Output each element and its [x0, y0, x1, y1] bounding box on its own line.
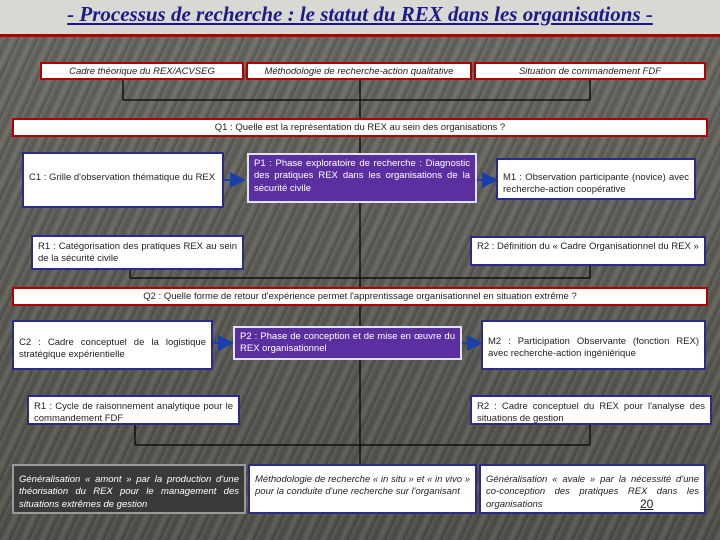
box-m1: M1 : Observation participante (novice) a…	[496, 158, 696, 200]
question-q2: Q2 : Quelle forme de retour d'expérience…	[12, 287, 708, 306]
page-number: 20	[640, 497, 654, 511]
box-p1: P1 : Phase exploratoire de recherche : D…	[247, 153, 477, 203]
box-r1-categorisation: R1 : Catégorisation des pratiques REX au…	[31, 235, 244, 270]
box-c2: C2 : Cadre conceptuel de la logistique s…	[12, 320, 213, 370]
box-generalisation-downstream: Généralisation « avale » par la nécessit…	[479, 464, 706, 514]
question-q1: Q1 : Quelle est la représentation du REX…	[12, 118, 708, 137]
box-generalisation-methodology: Méthodologie de recherche « in situ » et…	[248, 464, 477, 514]
header-methodology: Méthodologie de recherche-action qualita…	[246, 62, 472, 80]
header-theoretical-framework: Cadre théorique du REX/ACVSEG	[40, 62, 244, 80]
box-p2: P2 : Phase de conception et de mise en œ…	[233, 326, 462, 360]
page-title: - Processus de recherche : le statut du …	[67, 2, 653, 26]
box-m2: M2 : Participation Observante (fonction …	[481, 320, 706, 370]
title-bar: - Processus de recherche : le statut du …	[0, 0, 720, 37]
box-r2-conceptual-framework: R2 : Cadre conceptuel du REX pour l'anal…	[470, 395, 712, 425]
box-c1: C1 : Grille d'observation thématique du …	[22, 152, 224, 208]
header-command-situation: Situation de commandement FDF	[474, 62, 706, 80]
box-r1-analytic-cycle: R1 : Cycle de raisonnement analytique po…	[27, 395, 240, 425]
box-r2-organisational-framework: R2 : Définition du « Cadre Organisationn…	[470, 236, 706, 266]
box-generalisation-upstream: Généralisation « amont » par la producti…	[12, 464, 246, 514]
